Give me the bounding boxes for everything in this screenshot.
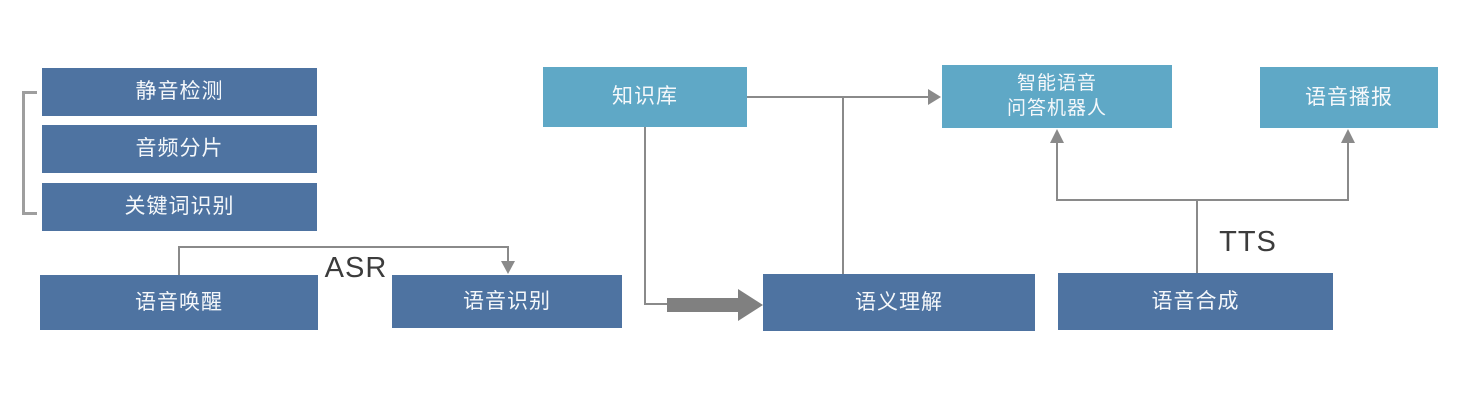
edge-tts-line-left-up bbox=[1056, 143, 1058, 200]
node-label-line2: 问答机器人 bbox=[1006, 97, 1107, 119]
node-label: 静音检测 bbox=[135, 80, 224, 104]
edge-asr-line-up bbox=[178, 246, 180, 275]
edge-tts-broadcast-arrowhead-icon bbox=[1341, 129, 1355, 143]
edge-kb-robot-arrowhead-icon bbox=[928, 89, 941, 105]
node-semantic-understanding: 语义理解 bbox=[763, 274, 1035, 331]
edge-label-asr: ASR bbox=[324, 252, 388, 284]
node-silence-detection: 静音检测 bbox=[42, 68, 317, 116]
node-label: 音频分片 bbox=[135, 137, 224, 161]
group-bracket bbox=[22, 91, 37, 215]
edge-kb-semantic-thick-arrowhead-icon bbox=[738, 289, 763, 321]
edge-tts-stem-line bbox=[1196, 200, 1198, 273]
edge-semantic-branch-line bbox=[842, 96, 844, 274]
node-label-line1: 智能语音 bbox=[1016, 72, 1097, 94]
edge-asr-arrowhead-icon bbox=[501, 261, 515, 274]
node-speech-recognition: 语音识别 bbox=[392, 275, 622, 328]
edge-kb-semantic-elbow-line bbox=[644, 303, 668, 305]
node-label: 语音唤醒 bbox=[135, 290, 223, 314]
node-qa-robot: 智能语音 问答机器人 bbox=[942, 65, 1172, 128]
node-label: 关键词识别 bbox=[124, 195, 235, 219]
edge-asr-line-across bbox=[178, 246, 509, 248]
node-speech-synthesis: 语音合成 bbox=[1058, 273, 1333, 330]
node-label: 语音识别 bbox=[463, 289, 551, 313]
edge-kb-robot-line bbox=[747, 96, 929, 98]
edge-kb-semantic-stem-line bbox=[644, 127, 646, 305]
node-label: 知识库 bbox=[612, 85, 678, 109]
edge-tts-line-across bbox=[1056, 199, 1349, 201]
edge-tts-line-right-up bbox=[1347, 143, 1349, 200]
node-audio-segmentation: 音频分片 bbox=[42, 125, 317, 173]
node-voice-broadcast: 语音播报 bbox=[1260, 67, 1438, 128]
node-label: 语义理解 bbox=[855, 290, 943, 314]
edge-asr-line-down bbox=[507, 246, 509, 262]
node-label: 语音合成 bbox=[1151, 289, 1240, 313]
edge-label-tts: TTS bbox=[1219, 226, 1277, 258]
node-voice-wakeup: 语音唤醒 bbox=[40, 275, 318, 330]
edge-tts-robot-arrowhead-icon bbox=[1050, 129, 1064, 143]
node-knowledge-base: 知识库 bbox=[543, 67, 747, 127]
node-keyword-recognition: 关键词识别 bbox=[42, 183, 317, 231]
edge-kb-semantic-thick-arrow-body bbox=[667, 298, 738, 312]
node-label: 语音播报 bbox=[1305, 85, 1393, 109]
